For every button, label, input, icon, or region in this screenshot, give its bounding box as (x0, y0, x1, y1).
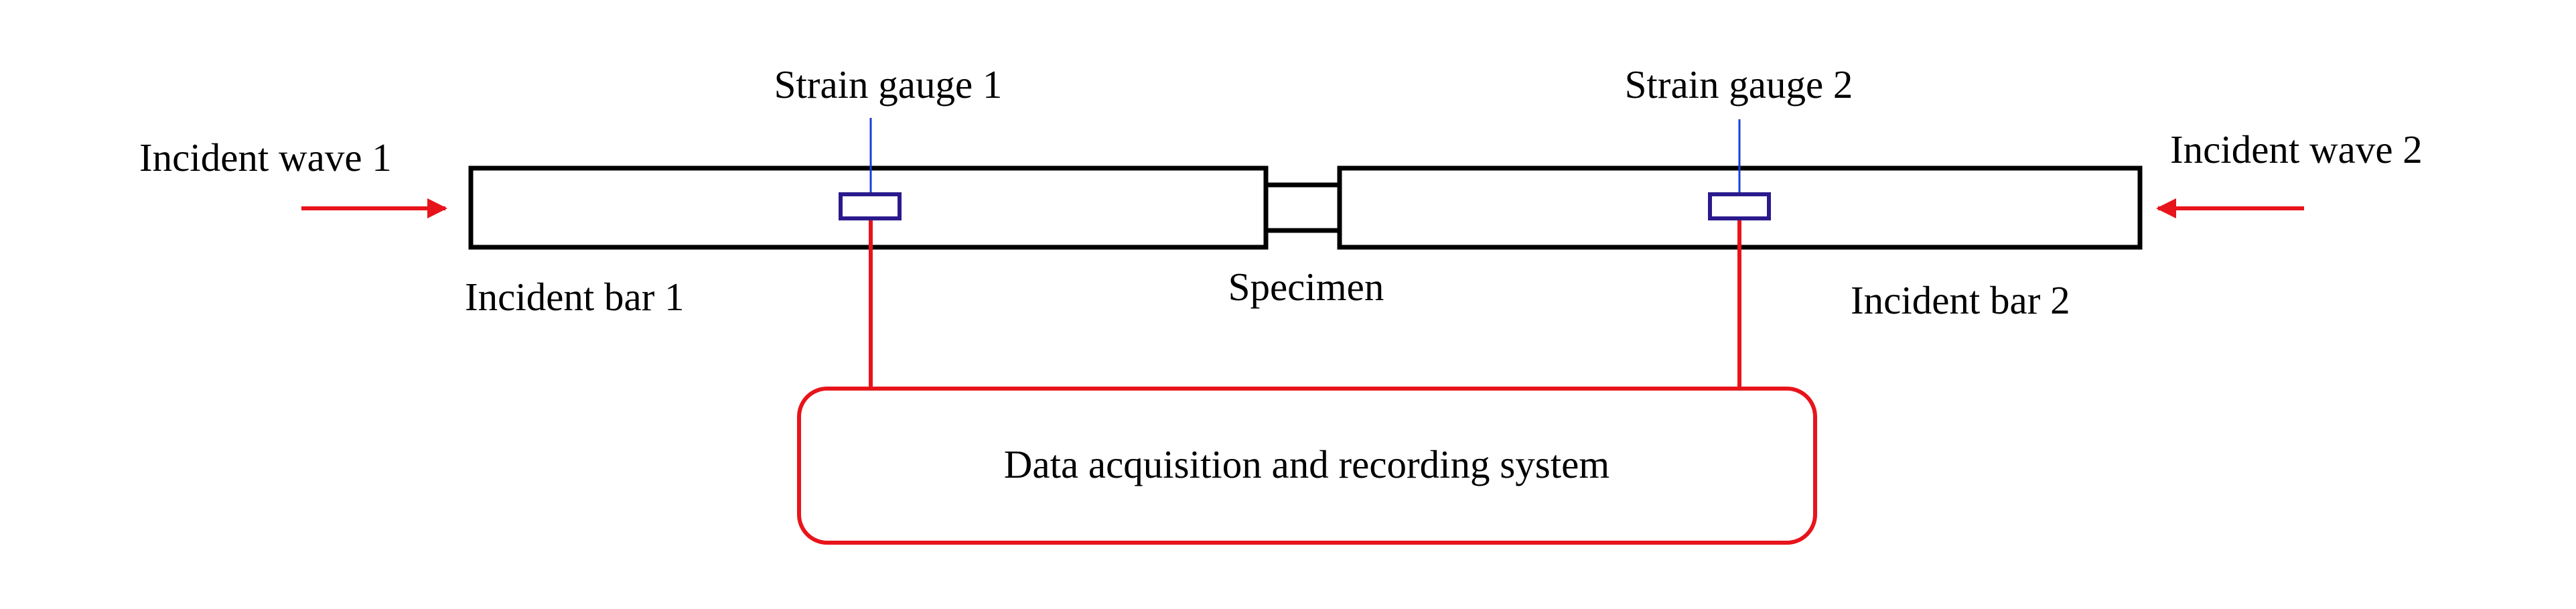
strain-gauge-2 (1708, 192, 1771, 220)
incident-bar-1-label: Incident bar 1 (465, 275, 685, 319)
incident-bar-2-label: Incident bar 2 (1851, 278, 2070, 322)
strain-gauge-2-label: Strain gauge 2 (1625, 62, 1853, 107)
strain-gauge-1 (839, 192, 902, 220)
daq-system-box (797, 387, 1817, 545)
daq-system-label: Data acquisition and recording system (1004, 442, 1609, 486)
incident-wave-1-label: Incident wave 1 (139, 135, 392, 180)
specimen-label: Specimen (1228, 265, 1384, 309)
specimen (1263, 182, 1342, 233)
strain-gauge-1-label: Strain gauge 1 (774, 62, 1003, 107)
incident-wave-2-label: Incident wave 2 (2170, 127, 2423, 172)
